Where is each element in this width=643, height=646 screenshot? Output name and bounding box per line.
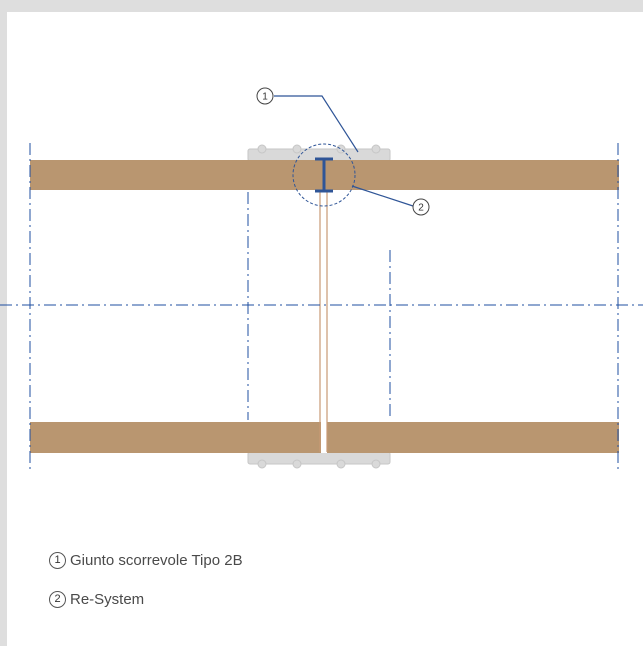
legend: 1 Giunto scorrevole Tipo 2B 2 Re-System xyxy=(49,550,243,628)
legend-label: Re-System xyxy=(70,590,145,608)
callout-1: 1 xyxy=(256,87,274,105)
callout-1-leader xyxy=(274,95,359,153)
legend-item: 1 Giunto scorrevole Tipo 2B xyxy=(49,550,243,570)
legend-number: 1 xyxy=(49,551,66,569)
center-lines xyxy=(0,143,643,470)
re-system-rod xyxy=(319,190,328,452)
svg-text:2: 2 xyxy=(418,203,424,214)
callout-2: 2 xyxy=(412,198,430,216)
svg-text:1: 1 xyxy=(262,92,268,103)
joint-gap xyxy=(321,422,327,453)
legend-item: 2 Re-System xyxy=(49,589,243,609)
re-system-marker xyxy=(315,157,333,193)
diagram-panel xyxy=(7,12,643,646)
legend-number: 2 xyxy=(49,590,66,608)
callout-2-leader xyxy=(351,185,414,207)
legend-label: Giunto scorrevole Tipo 2B xyxy=(70,551,243,569)
sliding-joint-bottom xyxy=(247,451,391,469)
detail-circle xyxy=(292,143,356,207)
